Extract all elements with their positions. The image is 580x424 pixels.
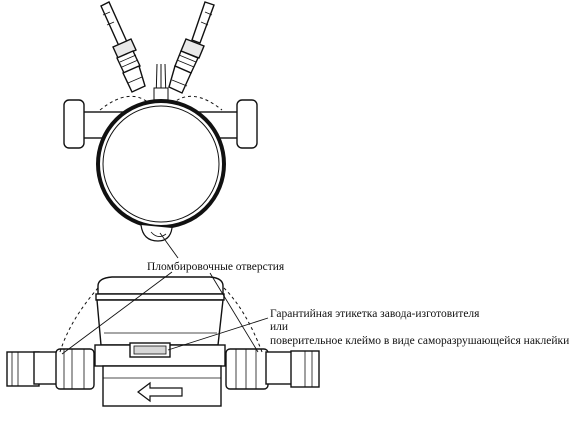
seal-label-sticker bbox=[129, 342, 171, 358]
leader-lines bbox=[61, 232, 269, 355]
seal-wires bbox=[59, 287, 263, 353]
bottom-seal-lug bbox=[140, 224, 173, 242]
side-view bbox=[6, 276, 320, 407]
left-sensor-fitting bbox=[112, 38, 146, 93]
left-sensor-wire bbox=[100, 1, 128, 47]
register-housing bbox=[95, 276, 225, 346]
warranty-label-text: Гарантийная этикетка завода-изготовителя bbox=[270, 308, 480, 320]
right-sensor-fitting bbox=[168, 38, 205, 94]
left-union-fitting bbox=[6, 348, 95, 390]
right-union-fitting bbox=[225, 348, 320, 390]
right-sensor-wire bbox=[191, 1, 215, 44]
center-wires bbox=[153, 63, 169, 101]
leader-left-seal bbox=[61, 271, 173, 355]
meter-ring bbox=[96, 99, 226, 229]
verification-stamp-text: поверительное клеймо в виде саморазрушаю… bbox=[270, 335, 570, 347]
leader-right-seal bbox=[209, 272, 259, 353]
leader-warranty-label bbox=[167, 317, 269, 351]
flow-arrow-icon bbox=[137, 381, 183, 403]
sealing-holes-label: Пломбировочные отверстия bbox=[147, 261, 285, 273]
leader-top-seal bbox=[159, 232, 179, 259]
or-text: или bbox=[270, 321, 289, 333]
top-view bbox=[63, 1, 258, 242]
